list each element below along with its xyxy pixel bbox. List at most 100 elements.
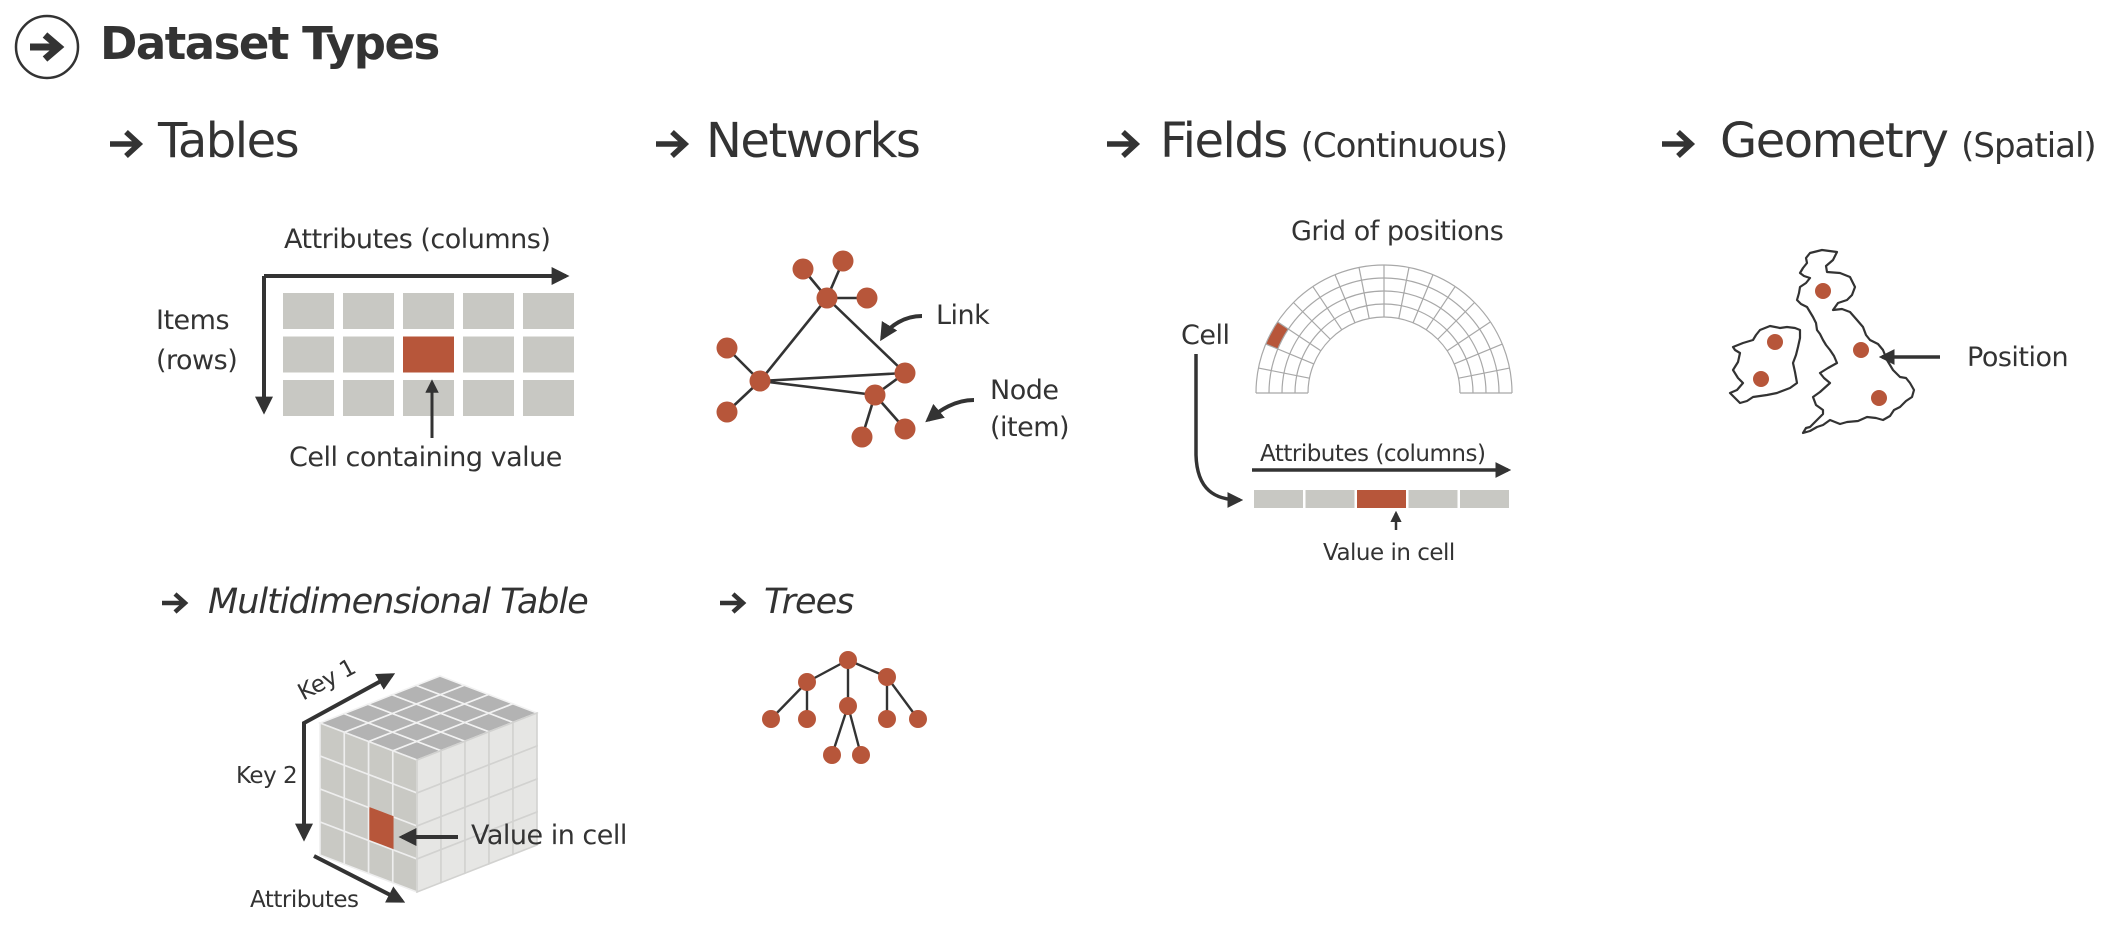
network-link (826, 297, 906, 374)
polar-grid-spoke (1277, 321, 1322, 352)
table-cell (523, 293, 574, 329)
polar-grid-spoke (1425, 286, 1456, 331)
tree-node (839, 697, 857, 715)
key1-axis-arrow (302, 673, 396, 725)
table-cell (463, 336, 514, 373)
table-cell (283, 336, 334, 373)
network-node (851, 426, 873, 448)
polar-grid-spoke (1258, 367, 1310, 379)
network-node (716, 337, 738, 359)
network-link (759, 371, 906, 383)
cube-right-cell (512, 810, 538, 856)
polar-grid-spoke (1265, 343, 1315, 365)
polar-grid-spoke (1312, 286, 1343, 331)
table-cell (283, 380, 334, 416)
map-position-dots (1753, 283, 1887, 406)
british-isles-map-icon (1728, 248, 1916, 435)
table-cell (343, 293, 394, 329)
table-cell (283, 293, 334, 329)
cube-attributes-label: Attributes (250, 887, 359, 913)
network-graph (716, 250, 916, 448)
tree-node (878, 668, 896, 686)
network-node (716, 401, 738, 423)
table-rows-label-line2: (rows) (156, 345, 238, 376)
map-position-dot (1767, 334, 1783, 350)
table-cell (403, 380, 454, 416)
geometry-subtitle: (Spatial) (1961, 126, 2097, 166)
circled-arrow-right-icon (14, 14, 80, 80)
polar-grid-ring (1307, 316, 1461, 394)
network-node (894, 362, 916, 384)
cube-left-cell (319, 820, 346, 866)
cube-key2-label: Key 2 (236, 763, 298, 789)
tree-node (909, 710, 927, 728)
network-node-label-line1: Node (990, 375, 1059, 406)
attribute-cell (1254, 490, 1303, 508)
attribute-cell-highlighted (1357, 490, 1406, 508)
table-axes (255, 267, 570, 438)
fields-title: Fields (1160, 113, 1288, 169)
fields-columns-label: Attributes (columns) (1260, 441, 1486, 467)
network-node (856, 287, 878, 309)
fields-cell-label: Cell (1181, 320, 1230, 351)
table-rows-label-line1: Items (156, 305, 230, 336)
fields-arrow-icon (1107, 129, 1141, 159)
attributes-axis-arrow (313, 854, 406, 903)
network-node (749, 370, 771, 392)
fields-value-label: Value in cell (1323, 540, 1455, 566)
network-node (864, 384, 886, 406)
network-node-label-line2: (item) (990, 412, 1070, 443)
tree-graph (762, 651, 927, 764)
trees-title: Trees (764, 582, 854, 622)
tables-arrow-icon (110, 129, 144, 159)
polar-grid-spoke (1446, 321, 1491, 352)
tree-node (798, 673, 816, 691)
polar-grid-spoke (1453, 343, 1503, 365)
map-position-dot (1753, 371, 1769, 387)
cube-axes (295, 673, 458, 903)
page-title: Dataset Types (100, 17, 440, 70)
geometry-arrow-icon (1662, 129, 1696, 159)
table-columns-label: Attributes (columns) (284, 224, 551, 255)
link-pointer-arrow (880, 314, 923, 342)
polar-grid-spoke (1398, 267, 1410, 319)
network-annotations (880, 314, 975, 423)
polar-grid-spoke (1412, 274, 1434, 324)
trees-arrow-icon (720, 592, 747, 614)
polar-grid-spoke (1293, 302, 1331, 340)
network-node (832, 250, 854, 272)
fields-subtitle: (Continuous) (1300, 126, 1509, 166)
node-pointer-arrow (925, 398, 975, 423)
table-cell-highlighted (403, 336, 454, 373)
table-grid (283, 293, 574, 416)
tree-node (798, 710, 816, 728)
great-britain-outline (1795, 248, 1916, 435)
networks-arrow-icon (656, 129, 690, 159)
polar-grid-spoke (1458, 367, 1510, 379)
table-cell (463, 380, 514, 416)
tree-node (762, 710, 780, 728)
tables-title: Tables (158, 113, 300, 169)
polar-grid-cell-highlighted (1265, 321, 1289, 349)
tree-node (878, 710, 896, 728)
network-node (816, 287, 838, 309)
tree-node (852, 746, 870, 764)
multidimensional-arrow-icon (162, 592, 189, 614)
geometry-title-group: Geometry (Spatial) (1720, 113, 2097, 169)
map-position-dot (1853, 342, 1869, 358)
networks-title: Networks (706, 113, 921, 169)
table-cell (403, 293, 454, 329)
tree-node (839, 651, 857, 669)
data-cube (317, 675, 540, 894)
tree-node (823, 746, 841, 764)
network-node (894, 418, 916, 440)
cell-curve-arrow (1194, 354, 1244, 508)
network-link (758, 297, 829, 382)
fields-annotations (1194, 354, 1512, 530)
map-position-dot (1871, 390, 1887, 406)
polar-grid-spoke (1334, 274, 1356, 324)
polar-grid-spoke (1358, 267, 1370, 319)
table-cell (343, 336, 394, 373)
